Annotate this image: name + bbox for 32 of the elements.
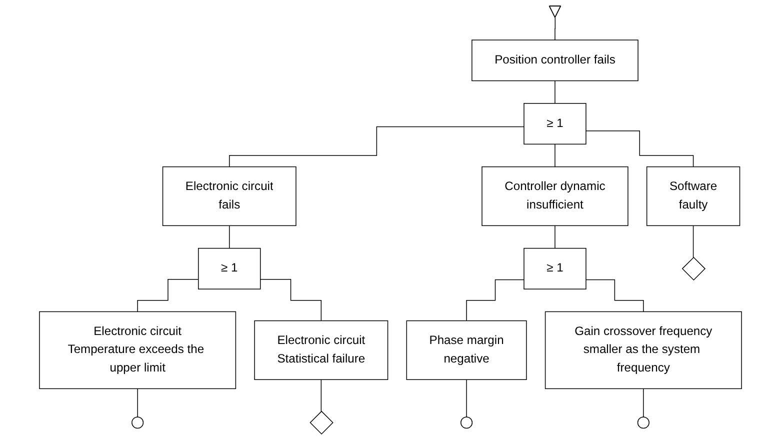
connector [643, 388, 644, 418]
node-box: ≥ 1 [198, 248, 261, 290]
connector [554, 80, 556, 104]
connector [229, 126, 524, 168]
node-box: ≥ 1 [524, 248, 586, 290]
connector [554, 225, 556, 249]
connector [586, 130, 694, 168]
connector [586, 279, 644, 312]
connector [554, 17, 556, 40]
node-diamond [682, 256, 706, 281]
node-diamond [310, 410, 334, 434]
node-box: Electronic circuit Statistical failure [254, 320, 388, 380]
connector [466, 279, 524, 322]
node-circle [637, 416, 650, 429]
node-box: Electronic circuit Temperature exceeds the upper limit [39, 311, 236, 390]
connector [229, 225, 230, 249]
connector [137, 388, 138, 418]
connector [137, 279, 199, 312]
node-circle [132, 416, 144, 429]
node-box: Software faulty [646, 166, 740, 226]
connector [466, 379, 467, 418]
node-box: Gain crossover frequency smaller as the system frequency [544, 311, 742, 390]
connector [692, 225, 694, 258]
connector [554, 144, 556, 168]
node-box: ≥ 1 [524, 103, 586, 145]
node-box: Position controller fails [472, 40, 638, 82]
node-box: Controller dynamic insufficient [482, 166, 628, 226]
connector [260, 279, 322, 322]
connector [320, 379, 322, 412]
node-circle [460, 416, 473, 429]
node-box: Electronic circuit fails [162, 166, 296, 226]
node-box: Phase margin negative [406, 320, 527, 380]
